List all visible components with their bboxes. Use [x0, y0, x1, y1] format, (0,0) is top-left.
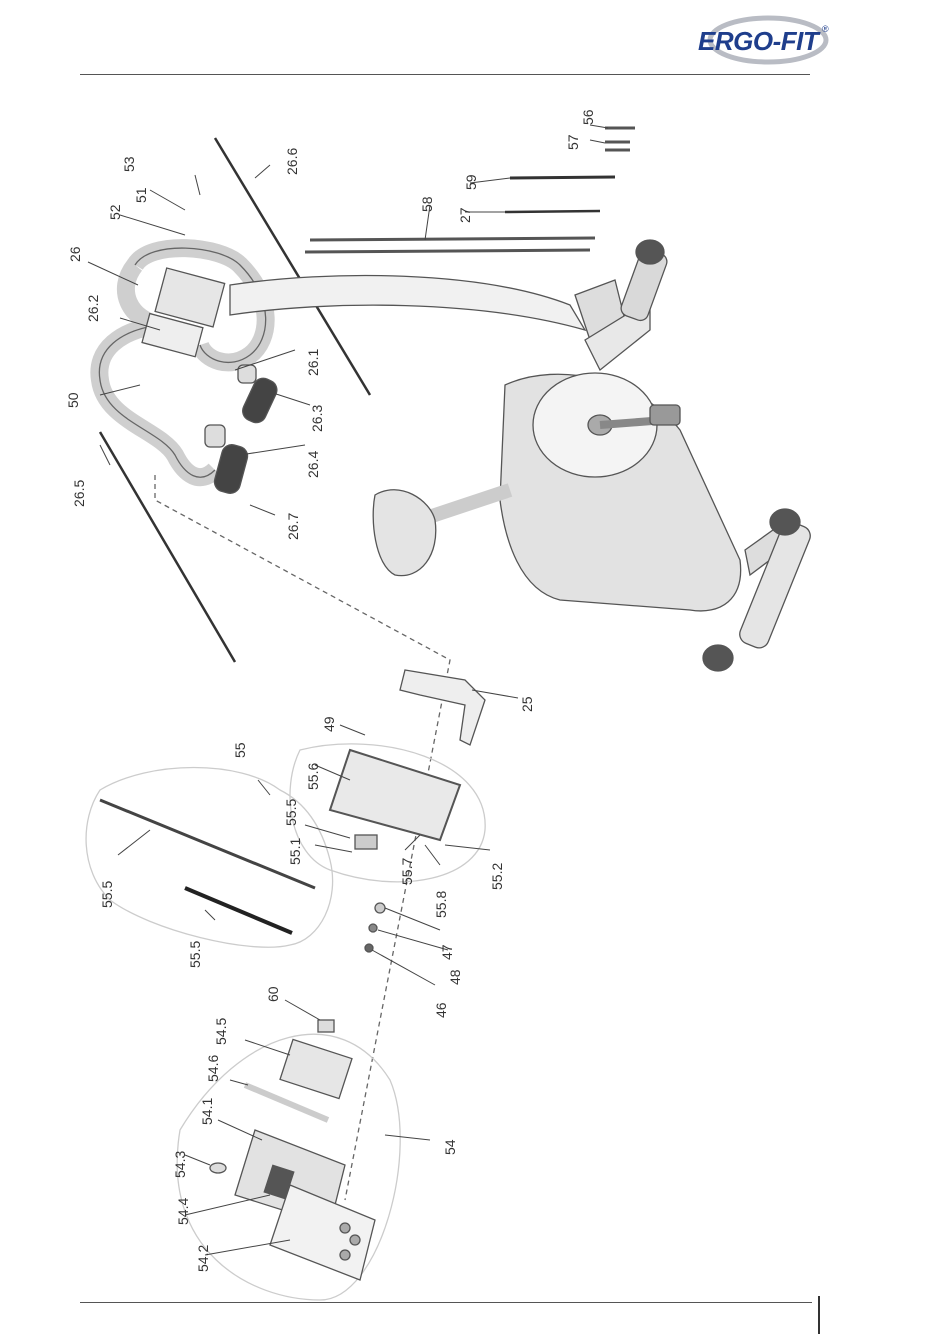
cable-27: [505, 211, 600, 212]
parts-56-57: [605, 128, 635, 150]
label-54-3: 54.3: [172, 1151, 188, 1178]
assembly-leader: [155, 475, 450, 1200]
foot-cap-3: [703, 645, 733, 671]
label-53: 53: [121, 156, 137, 172]
label-54-6: 54.6: [205, 1055, 221, 1082]
label-25: 25: [519, 696, 535, 712]
label-55: 55: [232, 742, 248, 758]
label-55-5a: 55.5: [283, 799, 299, 826]
rod-58b: [305, 250, 590, 252]
part-55-1: [355, 835, 377, 849]
label-46: 46: [433, 1002, 449, 1018]
board-54-5: [280, 1039, 352, 1098]
rod-55-5b: [185, 888, 292, 933]
rod-26-5: [100, 432, 235, 662]
label-26-3: 26.3: [309, 405, 325, 432]
label-54-5: 54.5: [213, 1018, 229, 1045]
label-60: 60: [265, 986, 281, 1002]
label-55-5c: 55.5: [187, 941, 203, 968]
part-54-3: [210, 1163, 226, 1173]
washer-47: [375, 903, 385, 913]
label-48: 48: [447, 969, 463, 985]
label-47: 47: [439, 944, 455, 960]
label-52: 52: [107, 204, 123, 220]
label-26-5: 26.5: [71, 480, 87, 507]
label-26-2: 26.2: [85, 295, 101, 322]
label-54-1: 54.1: [199, 1098, 215, 1125]
console-button-3: [340, 1250, 350, 1260]
label-55-2: 55.2: [489, 863, 505, 890]
label-55-1: 55.1: [287, 838, 303, 865]
label-57: 57: [565, 134, 581, 150]
label-55-8: 55.8: [433, 891, 449, 918]
saddle: [373, 490, 436, 576]
pedal: [650, 405, 680, 425]
foot-cap-2: [770, 509, 800, 535]
bracket-25: [400, 670, 485, 745]
console-button-1: [340, 1223, 350, 1233]
label-54-4: 54.4: [175, 1198, 191, 1225]
cable-59: [510, 177, 615, 178]
console-button-2: [350, 1235, 360, 1245]
label-54: 54: [442, 1139, 458, 1155]
label-55-5b: 55.5: [99, 881, 115, 908]
label-26-1: 26.1: [305, 349, 321, 376]
label-26-6: 26.6: [284, 148, 300, 175]
grip-26-4: [212, 442, 250, 495]
label-50: 50: [65, 392, 81, 408]
foot-cap-1: [636, 240, 664, 264]
label-26-7: 26.7: [285, 513, 301, 540]
bolt-46: [365, 944, 373, 952]
part-60: [318, 1020, 334, 1032]
nut-48: [369, 924, 377, 932]
label-49: 49: [321, 716, 337, 732]
main-tube: [230, 275, 585, 330]
label-55-6: 55.6: [305, 763, 321, 790]
label-55-7: 55.7: [399, 858, 415, 885]
label-58: 58: [419, 196, 435, 212]
console-face: [270, 1185, 375, 1280]
label-59: 59: [463, 174, 479, 190]
label-51: 51: [133, 187, 149, 203]
footer-page-marker: [818, 1296, 820, 1334]
end-cap-2: [205, 425, 225, 447]
label-27: 27: [457, 207, 473, 223]
label-26-4: 26.4: [305, 451, 321, 478]
rod-58a: [310, 238, 595, 240]
label-26: 26: [67, 246, 83, 262]
label-54-2: 54.2: [195, 1245, 211, 1272]
label-56: 56: [580, 109, 596, 125]
footer-rule: [80, 1302, 812, 1303]
